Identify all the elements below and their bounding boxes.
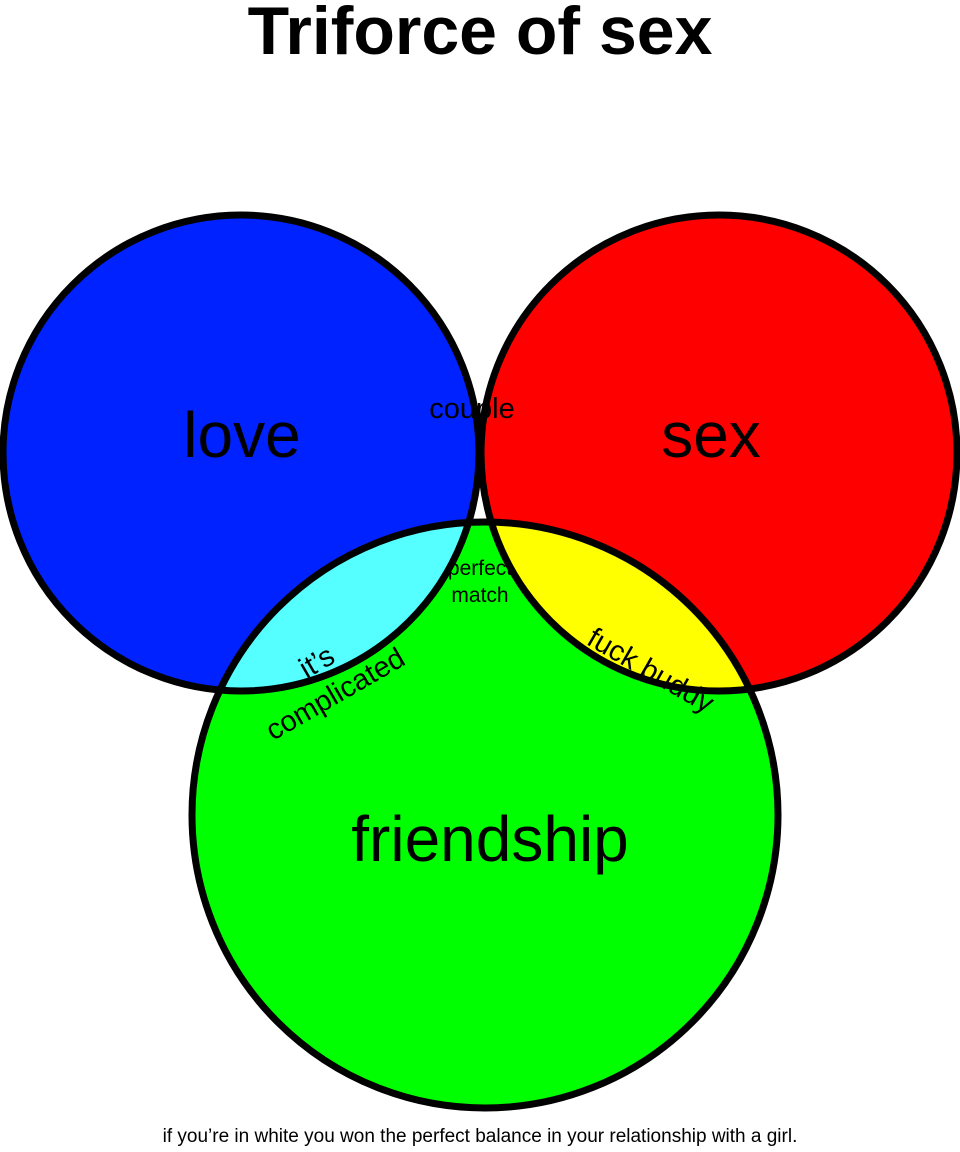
diagram-title: Triforce of sex [247,0,713,69]
fuck-buddy-region [481,522,778,691]
sex-outline [477,211,960,695]
friendship-label: friendship [351,803,629,875]
friendship-outline [188,518,782,1112]
circle-outlines [0,211,960,1112]
love-label: love [183,399,300,471]
footer-caption: if you’re in white you won the perfect b… [162,1126,798,1147]
perfect-match-label-line2: match [451,584,508,607]
couple-label: couple [429,393,514,425]
sex-label: sex [661,399,761,471]
perfect-match-label-line1: perfect [448,557,512,580]
